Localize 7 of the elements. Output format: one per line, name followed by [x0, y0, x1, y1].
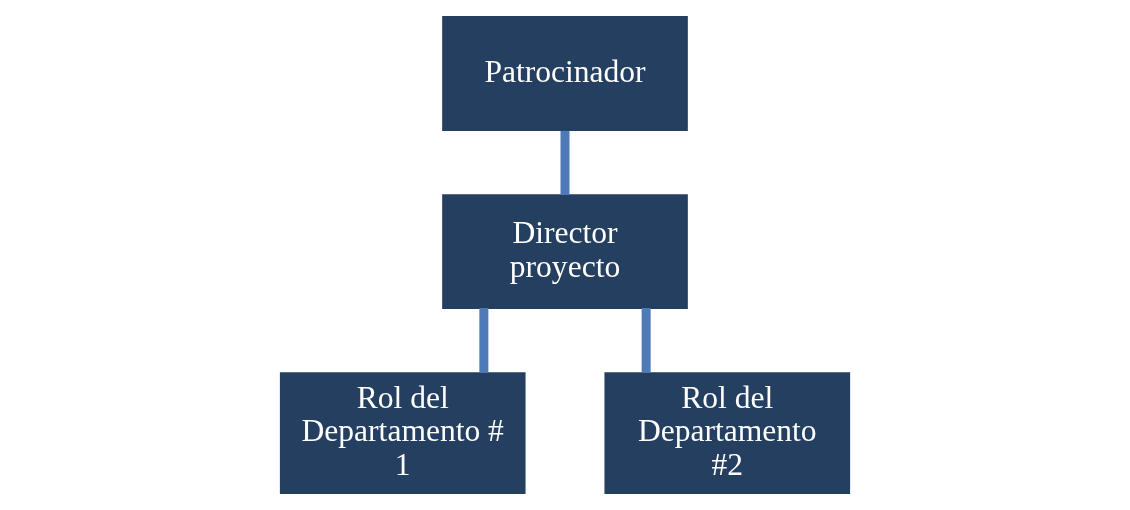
connector — [479, 308, 489, 373]
node-box: Rol del Departamento # 1 — [279, 372, 526, 494]
node-box: Director proyecto — [442, 194, 688, 310]
node-box: Patrocinador — [442, 16, 688, 132]
connector — [560, 130, 570, 196]
connector — [641, 308, 651, 373]
node-box: Rol del Departamento #2 — [604, 372, 851, 494]
